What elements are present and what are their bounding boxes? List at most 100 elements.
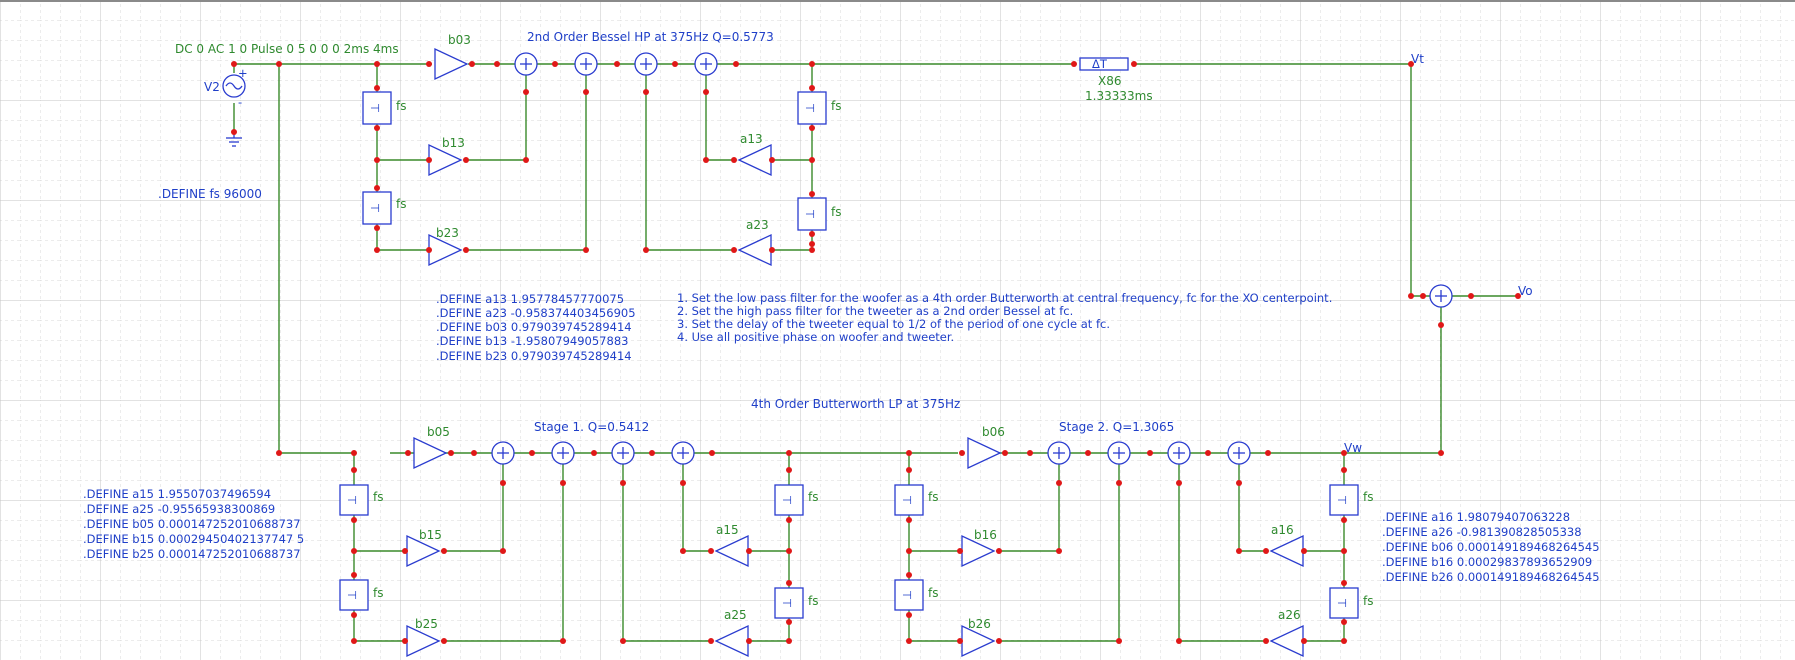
sum-s1-2[interactable]: [551, 441, 575, 465]
sum-s2-4[interactable]: [1227, 441, 1251, 465]
fs-block-hp-ff-2[interactable]: ⊣: [362, 191, 392, 225]
fs-block-s2-fb-1[interactable]: ⊣: [1329, 484, 1359, 516]
fs-label: fs: [1363, 594, 1373, 608]
svg-text:⊣: ⊣: [805, 101, 815, 115]
label-b03: b03: [448, 33, 471, 47]
fs-label: fs: [1363, 490, 1373, 504]
defines-lp-stage1: .DEFINE a15 1.95507037496594 .DEFINE a25…: [83, 487, 304, 561]
delay-value: 1.33333ms: [1085, 89, 1153, 103]
fs-label: fs: [808, 594, 818, 608]
svg-text:⊣: ⊣: [347, 493, 357, 507]
fs-label: fs: [831, 205, 841, 219]
defines-hp-block: .DEFINE a13 1.95778457770075 .DEFINE a23…: [436, 292, 636, 363]
fs-block-s2-fb-2[interactable]: ⊣: [1329, 587, 1359, 619]
svg-text:⊣: ⊣: [347, 588, 357, 602]
sum-s1-1[interactable]: [491, 441, 515, 465]
label-a13: a13: [740, 132, 763, 146]
sum-output[interactable]: [1429, 284, 1453, 308]
label-b06: b06: [982, 425, 1005, 439]
define-fs: .DEFINE fs 96000: [158, 187, 262, 201]
summing-junctions: [491, 52, 1453, 465]
defines-lp-stage2: .DEFINE a16 1.98079407063228 .DEFINE a26…: [1382, 510, 1600, 584]
delay-name: X86: [1098, 74, 1122, 88]
source-spec-label: DC 0 AC 1 0 Pulse 0 5 0 0 0 2ms 4ms: [175, 42, 399, 56]
svg-text:⊣: ⊣: [370, 101, 380, 115]
fs-block-hp-fb-2[interactable]: ⊣: [797, 197, 827, 231]
define-line: .DEFINE b06 0.000149189468264545: [1382, 540, 1600, 554]
define-line: .DEFINE a25 -0.95565938300869: [83, 502, 275, 516]
define-line: .DEFINE b16 0.00029837893652909: [1382, 555, 1592, 569]
node-dots: [231, 61, 1521, 644]
define-line: .DEFINE a13 1.95778457770075: [436, 292, 624, 306]
svg-text:⊣: ⊣: [1337, 493, 1347, 507]
label-a23: a23: [746, 218, 769, 232]
label-a26: a26: [1278, 608, 1301, 622]
lp-filter-title: 4th Order Butterworth LP at 375Hz: [751, 397, 960, 411]
sum-s2-1[interactable]: [1047, 441, 1071, 465]
define-line: .DEFINE a16 1.98079407063228: [1382, 510, 1570, 524]
define-line: .DEFINE a15 1.95507037496594: [83, 487, 271, 501]
fs-label: fs: [396, 197, 406, 211]
sum-s2-3[interactable]: [1167, 441, 1191, 465]
label-b13: b13: [442, 136, 465, 150]
fs-label: fs: [373, 490, 383, 504]
sum-hp-4[interactable]: [694, 52, 718, 76]
unit-delay-blocks: ⊣ ⊣ ⊣ ⊣ ⊣ ⊣ ⊣ ⊣ ⊣ ⊣ ⊣ ⊣: [339, 91, 1359, 619]
define-line: .DEFINE b26 0.000149189468264545: [1382, 570, 1600, 584]
fs-block-s2-ff-1[interactable]: ⊣: [894, 484, 924, 516]
sum-hp-2[interactable]: [574, 52, 598, 76]
source-plus-sign: +: [238, 66, 248, 80]
note-line: 2. Set the high pass filter for the twee…: [677, 304, 1073, 318]
define-line: .DEFINE a23 -0.958374403456905: [436, 306, 636, 320]
label-b05: b05: [427, 425, 450, 439]
fs-label: fs: [831, 99, 841, 113]
fs-block-s2-ff-2[interactable]: ⊣: [894, 579, 924, 611]
gain-b06[interactable]: [967, 436, 1002, 470]
note-line: 1. Set the low pass filter for the woofe…: [677, 291, 1332, 305]
sum-s1-4[interactable]: [671, 441, 695, 465]
define-line: .DEFINE a26 -0.981390828505338: [1382, 525, 1582, 539]
fs-block-s1-fb-1[interactable]: ⊣: [774, 484, 804, 516]
sum-hp-3[interactable]: [634, 52, 658, 76]
note-line: 4. Use all positive phase on woofer and …: [677, 330, 954, 344]
label-b23: b23: [436, 226, 459, 240]
label-b25: b25: [415, 617, 438, 631]
note-line: 3. Set the delay of the tweeter equal to…: [677, 317, 1110, 331]
gain-b05[interactable]: [413, 436, 448, 470]
label-a25: a25: [724, 608, 747, 622]
net-label-vo: Vo: [1518, 284, 1533, 298]
source-name: V2: [204, 80, 220, 94]
label-b16: b16: [974, 528, 997, 542]
stage2-title: Stage 2. Q=1.3065: [1059, 420, 1174, 434]
sum-hp-1[interactable]: [514, 52, 538, 76]
fs-block-s1-ff-2[interactable]: ⊣: [339, 579, 369, 611]
fs-block-hp-fb-1[interactable]: ⊣: [797, 91, 827, 125]
delay-block-x86[interactable]: ΔT: [1079, 57, 1129, 71]
svg-text:⊣: ⊣: [902, 588, 912, 602]
fs-label: fs: [808, 490, 818, 504]
svg-text:⊣: ⊣: [805, 207, 815, 221]
svg-text:⊣: ⊣: [370, 201, 380, 215]
fs-label: fs: [373, 586, 383, 600]
source-minus-sign: -: [238, 95, 242, 109]
gain-blocks: [406, 47, 1304, 658]
label-a15: a15: [716, 523, 739, 537]
net-label-vw: Vw: [1344, 441, 1362, 455]
fs-block-s1-ff-1[interactable]: ⊣: [339, 484, 369, 516]
sum-s2-2[interactable]: [1107, 441, 1131, 465]
sum-s1-3[interactable]: [611, 441, 635, 465]
gain-b03[interactable]: [434, 47, 469, 81]
svg-text:⊣: ⊣: [782, 596, 792, 610]
svg-text:⊣: ⊣: [782, 493, 792, 507]
fs-label: fs: [396, 99, 406, 113]
fs-block-hp-ff-1[interactable]: ⊣: [362, 91, 392, 125]
fs-label: fs: [928, 586, 938, 600]
svg-text:⊣: ⊣: [902, 493, 912, 507]
fs-block-s1-fb-2[interactable]: ⊣: [774, 587, 804, 619]
svg-text:ΔT: ΔT: [1092, 57, 1108, 71]
net-label-vt: Vt: [1411, 52, 1424, 66]
label-b26: b26: [968, 617, 991, 631]
label-a16: a16: [1271, 523, 1294, 537]
